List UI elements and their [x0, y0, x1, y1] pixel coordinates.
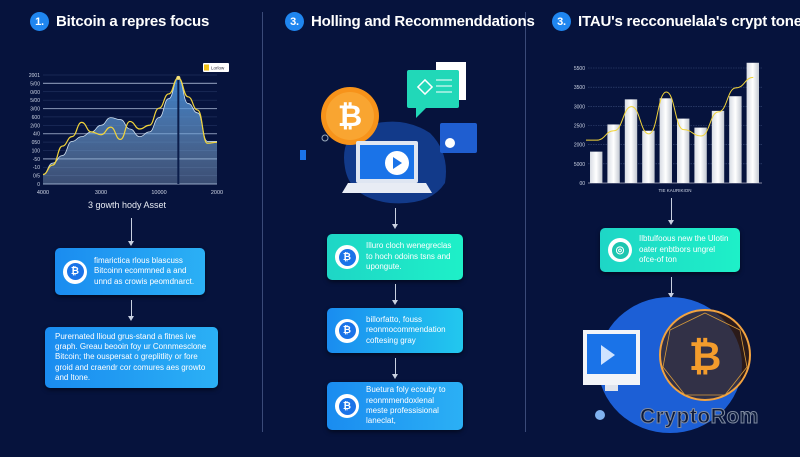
y-tick-label: 5/00 — [30, 98, 40, 104]
phone-icon — [300, 150, 306, 160]
bar — [729, 96, 742, 183]
info-box-text: billorfatto, fouss reonmocommendation co… — [366, 314, 446, 345]
section-title-2: 3. Holling and Recommenddations — [285, 12, 535, 31]
section-title-text: Bitcoin a repres focus — [56, 13, 210, 30]
bar — [677, 118, 690, 183]
area-chart: 0 0/5 -10 -50 100 050 4/0 2/00 600 3/00 5/00 0/00 5/… — [29, 63, 229, 196]
y-tick-label: 3000 — [574, 104, 585, 110]
flow-arrow — [668, 277, 674, 298]
crypto-network-illustration: ₿ — [583, 297, 751, 433]
y-tick-label: 2/00 — [30, 123, 40, 129]
info-box-text: Illuro cloch wenegreclas to hoch odoins … — [366, 241, 452, 272]
bitcoin-icon: ₿ — [63, 259, 87, 284]
x-tick-label: 2000 — [211, 190, 223, 196]
flow-arrow — [668, 198, 674, 225]
bar — [711, 110, 725, 183]
watermark-logo: CryptoRom — [640, 405, 759, 429]
y-tick-label: 050 — [32, 140, 41, 146]
x-tick-label: 4000 — [37, 190, 49, 196]
bitcoin-icon: ₿ — [335, 245, 359, 269]
section-title-text: ITAU's recconuelala's crypt tone — [578, 13, 800, 30]
bar — [694, 127, 707, 183]
column-divider — [262, 12, 263, 432]
info-box-text: Purernated llioud grus-stand a fitnes iv… — [55, 331, 207, 383]
section-title-3: 3. ITAU's recconuelala's crypt tone — [552, 12, 800, 31]
legend-swatch — [204, 64, 209, 71]
y-tick-label: 2001 — [29, 73, 40, 79]
coin-icon: ◎ — [608, 238, 632, 262]
bar — [590, 151, 603, 183]
series-line — [42, 77, 218, 176]
y-tick-label: 2500 — [574, 124, 585, 130]
info-box: ₿ billorfatto, fouss reonmocommendation … — [327, 308, 463, 353]
flow-arrow — [392, 208, 398, 229]
y-tick-label: 0/5 — [33, 174, 40, 180]
flow-arrow — [128, 300, 134, 321]
info-box-text: Ilbtulfoous new the Ulotin oater enbtbor… — [639, 234, 729, 265]
bitcoin-hologram-icon — [659, 309, 751, 401]
y-tick-label: 3/00 — [30, 107, 40, 113]
card-icon — [440, 123, 477, 153]
step-number: 3. — [552, 12, 571, 31]
info-box: ₿ Buetura foly ecouby to reonmmendoxlena… — [327, 382, 463, 430]
bar — [659, 98, 672, 183]
info-box-text: Buetura foly ecouby to reonmmendoxlenal … — [366, 385, 446, 426]
y-tick-label: 600 — [32, 115, 41, 121]
step-number: 1. — [30, 12, 49, 31]
svg-text:₿: ₿ — [689, 335, 722, 379]
y-tick-label: 100 — [32, 148, 41, 154]
y-tick-label: 2000 — [574, 143, 585, 149]
flow-arrow — [392, 358, 398, 379]
info-box: ₿ Illuro cloch wenegreclas to hoch odoin… — [327, 234, 463, 280]
section-title-text: Holling and Recommenddations — [311, 13, 535, 30]
step-number: 3. — [285, 12, 304, 31]
y-tick-label: 0/00 — [30, 90, 40, 96]
trend-line — [585, 76, 754, 141]
y-tick-label: 5/00 — [30, 81, 40, 87]
series-line — [42, 77, 217, 175]
bitcoin-icon: ₿ — [335, 394, 359, 418]
info-box: ◎ Ilbtulfoous new the Ulotin oater enbtb… — [600, 228, 740, 272]
y-tick-label: 3500 — [574, 85, 585, 91]
x-axis-label: TIE KAURIKION — [658, 188, 691, 193]
chat-bubble-icon — [407, 70, 459, 108]
legend-box — [203, 63, 229, 72]
bitcoin-icon: ₿ — [335, 318, 359, 343]
area-fill — [43, 77, 217, 184]
y-tick-label: 5000 — [574, 162, 585, 168]
y-tick-label: 00 — [579, 181, 585, 187]
flow-arrow — [128, 218, 134, 246]
legend-label: Lorlow — [211, 66, 225, 71]
y-tick-label: 5500 — [574, 66, 585, 72]
chart-caption: 3 gowth hody Asset — [88, 200, 167, 210]
bar — [607, 124, 620, 183]
svg-text:₿: ₿ — [338, 100, 362, 133]
bar — [746, 62, 759, 183]
info-box: Purernated llioud grus-stand a fitnes iv… — [45, 327, 218, 388]
info-box: ₿ fimarictica rlous blascuss Bitcoinn ec… — [55, 248, 205, 295]
x-tick-label: 10000 — [151, 190, 166, 196]
y-tick-label: 0 — [37, 182, 40, 188]
flow-arrow — [392, 284, 398, 305]
x-tick-label: 3000 — [95, 190, 107, 196]
info-box-text: fimarictica rlous blascuss Bitcoinn ecom… — [94, 255, 195, 286]
bar — [624, 99, 638, 183]
y-tick-label: -10 — [33, 165, 40, 171]
laptop-bitcoin-illustration: ₿ — [300, 62, 477, 204]
peak-point — [176, 75, 181, 80]
bar — [642, 130, 655, 183]
column-divider — [525, 12, 526, 432]
section-title-1: 1. Bitcoin a repres focus — [30, 12, 209, 31]
y-tick-label: -50 — [33, 157, 40, 163]
y-tick-label: 4/0 — [33, 132, 40, 138]
